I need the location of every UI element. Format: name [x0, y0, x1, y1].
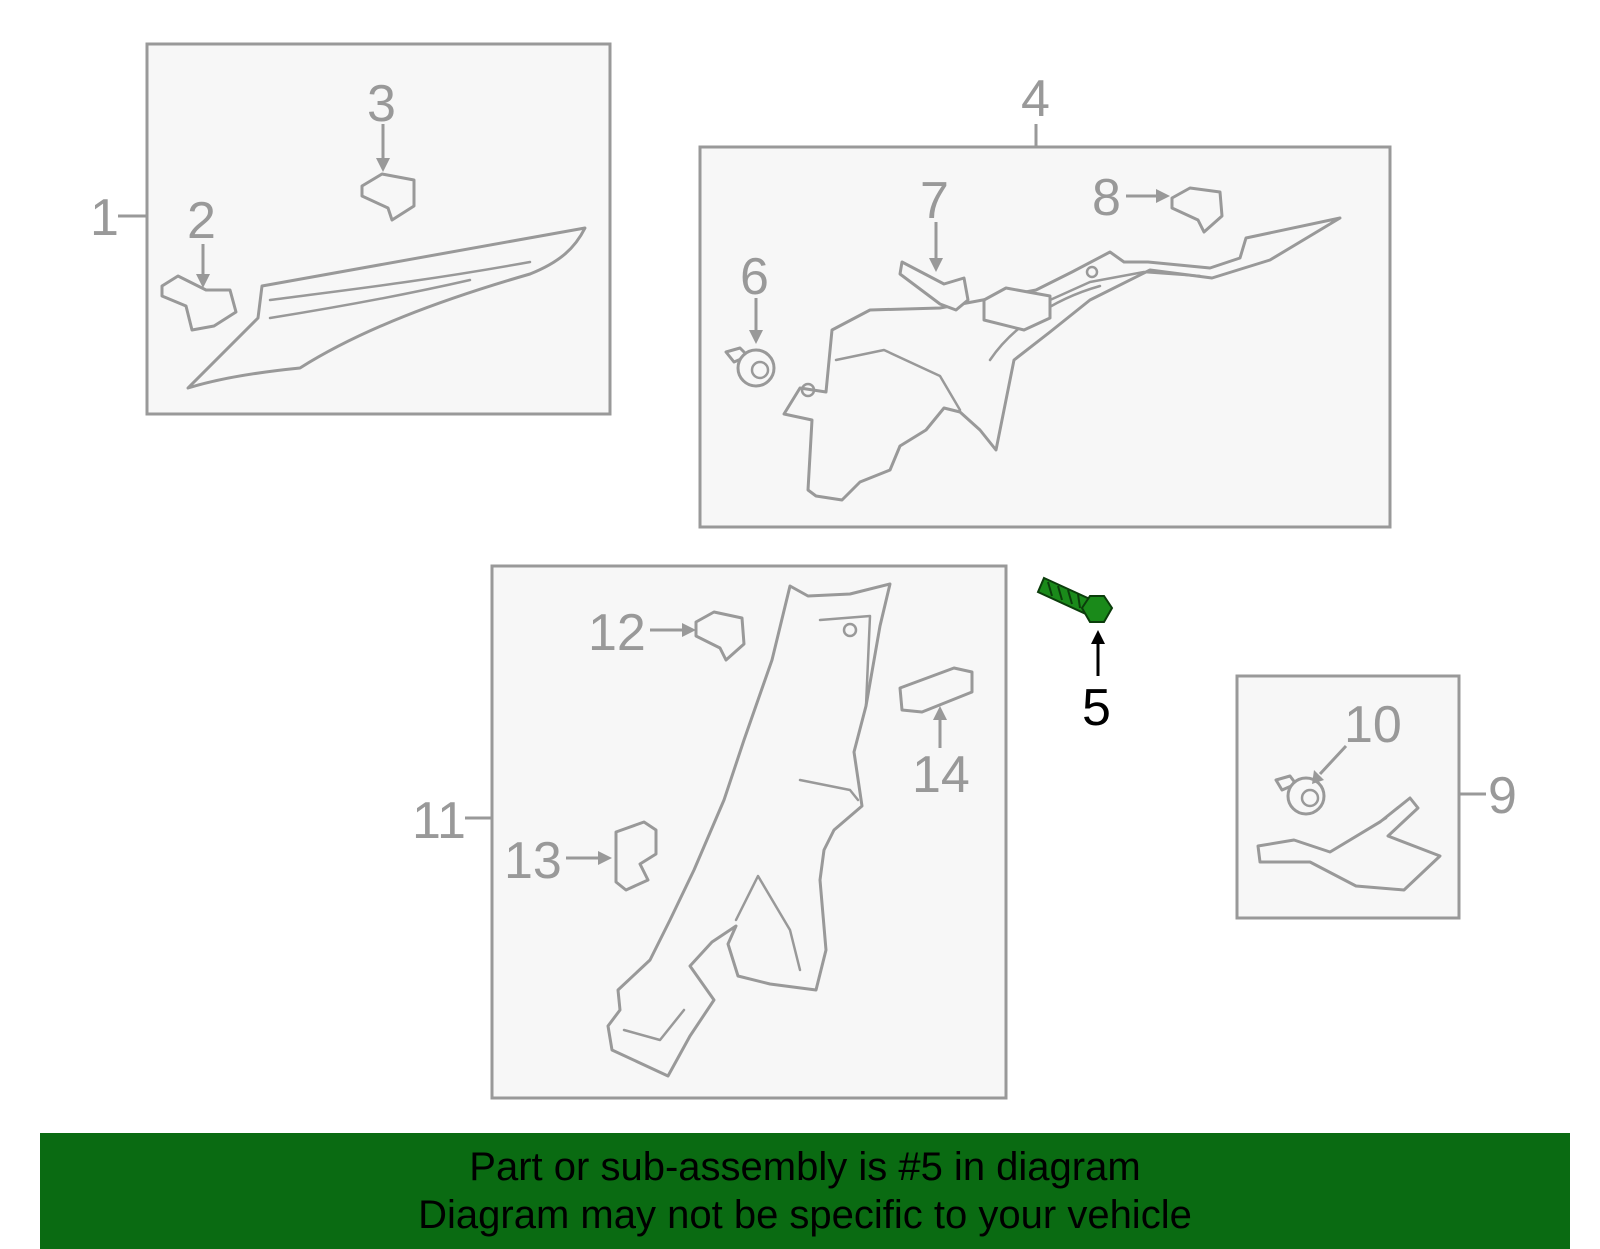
- part-4-block: [982, 286, 1052, 332]
- part-6-screw-head-inner: [750, 360, 770, 380]
- part-1-trim-panel[interactable]: [186, 226, 587, 390]
- callout-14[interactable]: 14: [912, 746, 970, 804]
- callout-4[interactable]: 4: [1021, 70, 1050, 128]
- part-10-screw-head-inner: [1300, 788, 1320, 808]
- callout-2[interactable]: 2: [187, 192, 216, 250]
- callout-6-arrow: [749, 330, 763, 344]
- part-4-hole: [800, 382, 816, 398]
- part-5-bolt[interactable]: [1036, 576, 1114, 623]
- part-4-trim-detail-2: [1048, 270, 1202, 302]
- callout-13-arrow: [598, 851, 612, 865]
- callout-13[interactable]: 13: [504, 832, 562, 890]
- part-4-trim-detail: [834, 348, 962, 412]
- part-9-cover[interactable]: [1256, 796, 1442, 892]
- part-12-clip[interactable]: [694, 610, 746, 662]
- callout-9[interactable]: 9: [1488, 767, 1517, 825]
- callout-2-arrow: [196, 274, 210, 288]
- callout-1[interactable]: 1: [90, 189, 119, 247]
- callout-3[interactable]: 3: [367, 75, 396, 133]
- callout-3-arrow: [376, 158, 390, 172]
- part-1-trim-detail: [268, 260, 532, 302]
- part-14-pad[interactable]: [898, 666, 974, 714]
- callout-11[interactable]: 11: [412, 792, 466, 850]
- callout-7[interactable]: 7: [920, 172, 949, 230]
- callout-8[interactable]: 8: [1092, 169, 1121, 227]
- part-11-pillar-detail-3: [734, 874, 802, 972]
- part-2-clip[interactable]: [160, 274, 238, 332]
- part-11-hole: [842, 622, 858, 638]
- callout-5-arrow: [1091, 630, 1105, 644]
- callout-14-arrow: [933, 706, 947, 720]
- part-1-trim-detail-2: [268, 278, 472, 320]
- part-11-pillar-detail-2: [798, 778, 860, 802]
- part-4-quarter-trim[interactable]: [782, 216, 1342, 502]
- banner-line-2: Diagram may not be specific to your vehi…: [418, 1193, 1192, 1237]
- part-11-pillar-detail-4: [622, 1008, 686, 1042]
- part-11-pillar-trim[interactable]: [606, 582, 892, 1078]
- callout-10-arrow: [1312, 770, 1324, 784]
- callout-12[interactable]: 12: [588, 604, 646, 662]
- part-9-cover-detail: [1338, 816, 1388, 848]
- callout-10-leader: [1318, 744, 1348, 776]
- part-7-pin[interactable]: [898, 260, 970, 312]
- callout-12-arrow: [682, 623, 696, 637]
- part-4-hole-2: [1085, 265, 1099, 279]
- info-banner: Part or sub-assembly is #5 in diagram Di…: [40, 1133, 1570, 1249]
- part-8-clip[interactable]: [1170, 186, 1224, 234]
- callout-6[interactable]: 6: [740, 248, 769, 306]
- callout-10[interactable]: 10: [1344, 696, 1402, 754]
- part-13-bracket[interactable]: [614, 820, 658, 892]
- callout-8-arrow: [1156, 189, 1170, 203]
- part-3-clip[interactable]: [360, 172, 416, 222]
- callout-5[interactable]: 5: [1082, 679, 1111, 737]
- part-11-pillar-detail: [818, 614, 872, 708]
- callout-7-arrow: [929, 258, 943, 272]
- banner-line-1: Part or sub-assembly is #5 in diagram: [469, 1145, 1141, 1189]
